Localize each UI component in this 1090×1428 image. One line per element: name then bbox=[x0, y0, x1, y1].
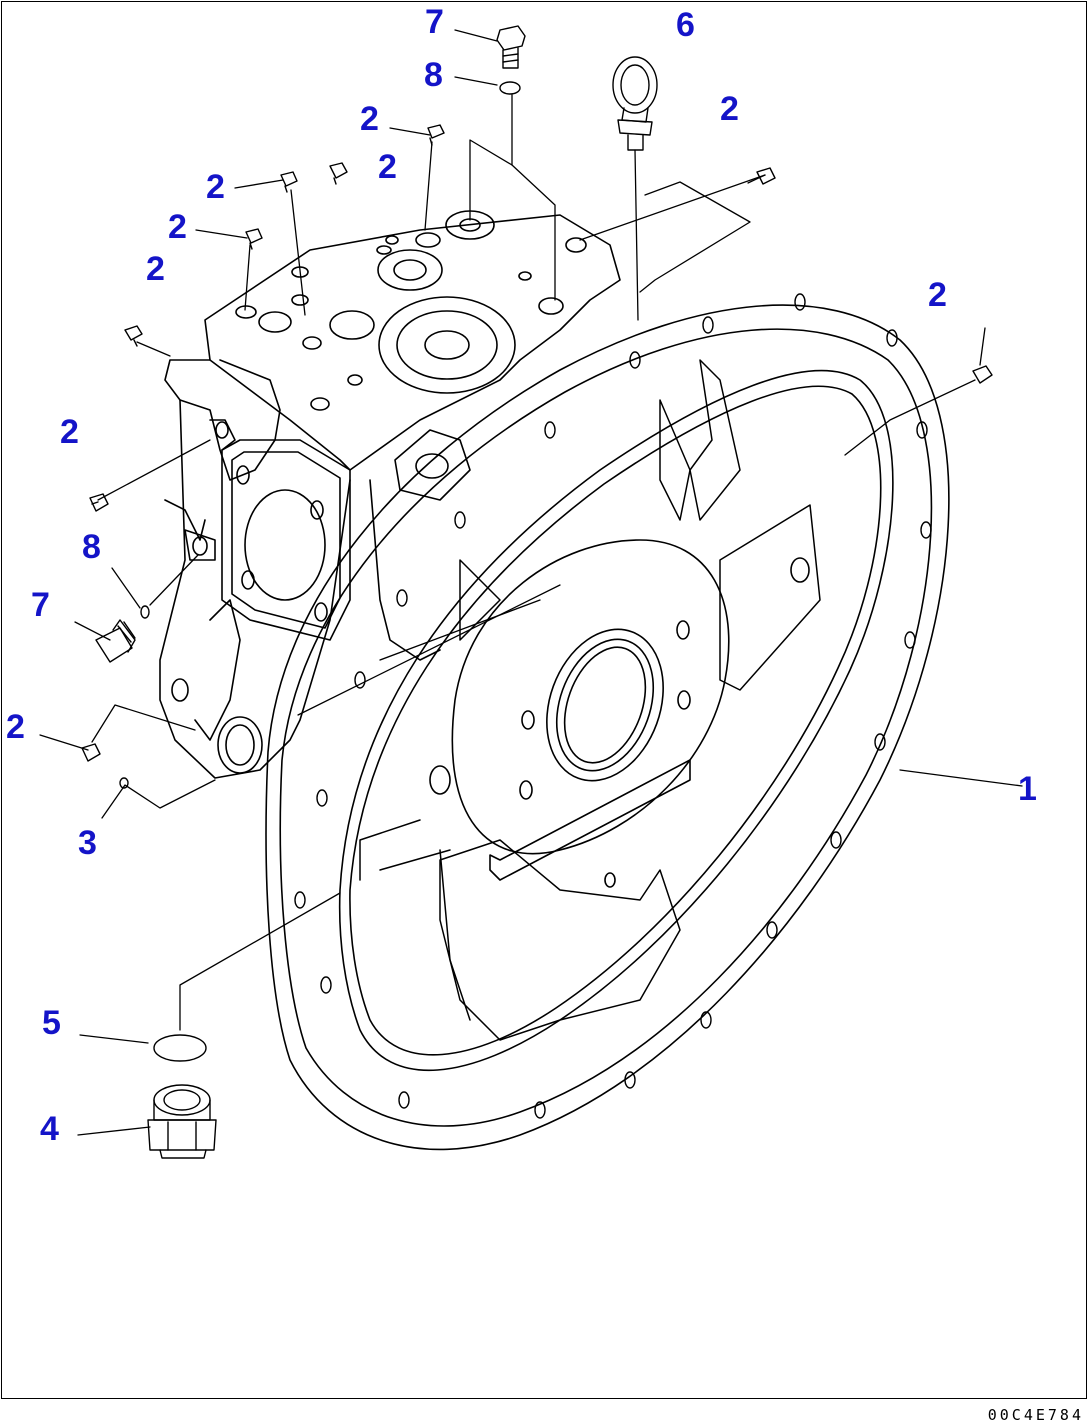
drawing-frame bbox=[1, 1, 1087, 1399]
bolt-2-right-top bbox=[756, 167, 776, 185]
callout-7-top: 7 bbox=[425, 3, 444, 41]
flange-bolt-holes bbox=[294, 293, 932, 1119]
callout-2-d: 2 bbox=[206, 168, 225, 206]
callout-5: 5 bbox=[42, 1004, 61, 1042]
callout-6: 6 bbox=[676, 6, 695, 44]
plug-7-top bbox=[496, 25, 526, 69]
callout-2-h: 2 bbox=[60, 413, 79, 451]
callout-2-i: 2 bbox=[6, 708, 25, 746]
drawing-code: 00C4E784 bbox=[987, 1406, 1084, 1424]
o-ring-8-top bbox=[499, 81, 521, 95]
plug-4 bbox=[147, 1084, 217, 1159]
callout-2-e: 2 bbox=[168, 208, 187, 246]
leader-lines bbox=[39, 29, 1023, 1136]
pump-body bbox=[159, 210, 621, 779]
callout-8-left: 8 bbox=[82, 528, 101, 566]
callout-4: 4 bbox=[40, 1110, 59, 1148]
bolt-2-left-a bbox=[245, 228, 263, 250]
bolt-2-upper-left bbox=[280, 171, 298, 193]
callout-2-b: 2 bbox=[720, 90, 739, 128]
bolt-2-left-mid bbox=[89, 493, 109, 512]
callout-1: 1 bbox=[1018, 770, 1037, 808]
central-hub bbox=[429, 539, 810, 888]
small-parts bbox=[81, 25, 993, 1159]
o-ring-8-left bbox=[140, 605, 150, 619]
callout-2-c: 2 bbox=[378, 148, 397, 186]
bolt-2-left-b bbox=[124, 325, 143, 347]
callout-2-g: 2 bbox=[928, 276, 947, 314]
bolt-2-right bbox=[972, 365, 993, 384]
eyebolt-6 bbox=[612, 56, 658, 151]
housing-ribs bbox=[359, 359, 821, 1041]
callout-2-f: 2 bbox=[146, 250, 165, 288]
bolt-2-top-mid bbox=[329, 162, 348, 185]
bolt-2-lower-left bbox=[81, 743, 101, 762]
callout-8-top: 8 bbox=[424, 56, 443, 94]
plug-7-left bbox=[95, 619, 136, 663]
callout-2-a: 2 bbox=[360, 100, 379, 138]
callout-7-left: 7 bbox=[31, 586, 50, 624]
bolt-2-top-center bbox=[427, 124, 445, 146]
pin-3 bbox=[119, 777, 129, 789]
callout-3: 3 bbox=[78, 824, 97, 862]
o-ring-5 bbox=[153, 1034, 207, 1062]
flywheel-housing-flange bbox=[265, 293, 950, 1151]
